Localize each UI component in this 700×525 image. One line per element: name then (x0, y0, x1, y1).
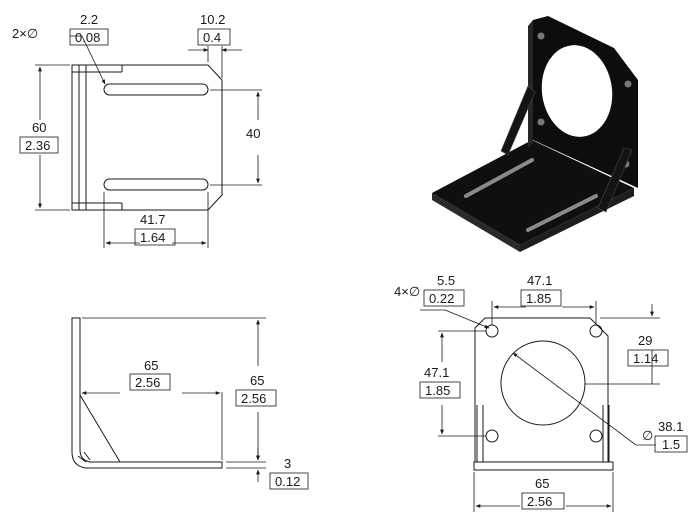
top-edge-in: 0.4 (203, 30, 221, 45)
front-spacing-y-mm: 47.1 (424, 365, 449, 380)
front-hole-tr (589, 324, 603, 338)
front-width-mm: 65 (535, 476, 549, 491)
side-length-in: 2.56 (135, 375, 160, 390)
side-height-in: 2.56 (241, 391, 266, 406)
side-length-mm: 65 (144, 358, 158, 373)
front-center-in: 1.5 (662, 437, 680, 452)
side-view: 65 2.56 65 2.56 3 0.12 (71, 317, 309, 490)
bracket-motor-hole (541, 45, 613, 137)
top-slot-length-in: 1.64 (140, 230, 165, 245)
front-plate-outline (474, 317, 609, 463)
front-center-dia-symbol: ∅ (642, 428, 653, 443)
side-height-mm: 65 (250, 373, 264, 388)
top-edge-mm: 10.2 (200, 12, 225, 27)
top-slot-in: 0.08 (75, 30, 100, 45)
front-width-in: 2.56 (527, 494, 552, 509)
slot-lower (103, 178, 209, 191)
side-thickness-in: 0.12 (275, 474, 300, 489)
top-hole-count: 2×∅ (12, 26, 38, 41)
front-hole-br (589, 429, 603, 443)
slot-upper (103, 83, 209, 96)
front-spacing-y-in: 1.85 (425, 383, 450, 398)
top-height-mm: 60 (32, 120, 46, 135)
top-view: 2×∅ 2.2 0.08 10.2 0.4 60 2.36 40 41.7 1.… (12, 12, 262, 248)
bracket-gusset-left (500, 85, 536, 156)
front-spacing-x-in: 1.85 (526, 291, 551, 306)
front-hole-count: 4×∅ (394, 284, 420, 299)
top-slot-mm: 2.2 (80, 12, 98, 27)
front-hole-bl (485, 429, 499, 443)
side-thickness-mm: 3 (284, 456, 291, 471)
top-slot-spacing-mm: 40 (246, 126, 260, 141)
top-slot-length-mm: 41.7 (140, 212, 165, 227)
bracket-gusset-right (597, 147, 633, 213)
front-hole-in: 0.22 (429, 291, 454, 306)
top-height-in: 2.36 (25, 138, 50, 153)
front-hole-mm: 5.5 (437, 273, 455, 288)
front-offset-in: 1.14 (633, 351, 658, 366)
bracket-3d-view (432, 16, 638, 252)
front-base (473, 461, 614, 471)
front-center-hole (500, 340, 586, 426)
front-hole-tl (485, 324, 499, 338)
front-offset-mm: 29 (638, 333, 652, 348)
top-view-outline (71, 64, 223, 211)
front-center-mm: 38.1 (658, 419, 683, 434)
bracket-base-edge (432, 193, 520, 252)
front-view: 4×∅ 5.5 0.22 47.1 1.85 29 1.14 47.1 1.85… (394, 273, 688, 512)
bracket-base (432, 140, 634, 245)
front-spacing-x-mm: 47.1 (527, 273, 552, 288)
side-view-outline (71, 317, 223, 469)
